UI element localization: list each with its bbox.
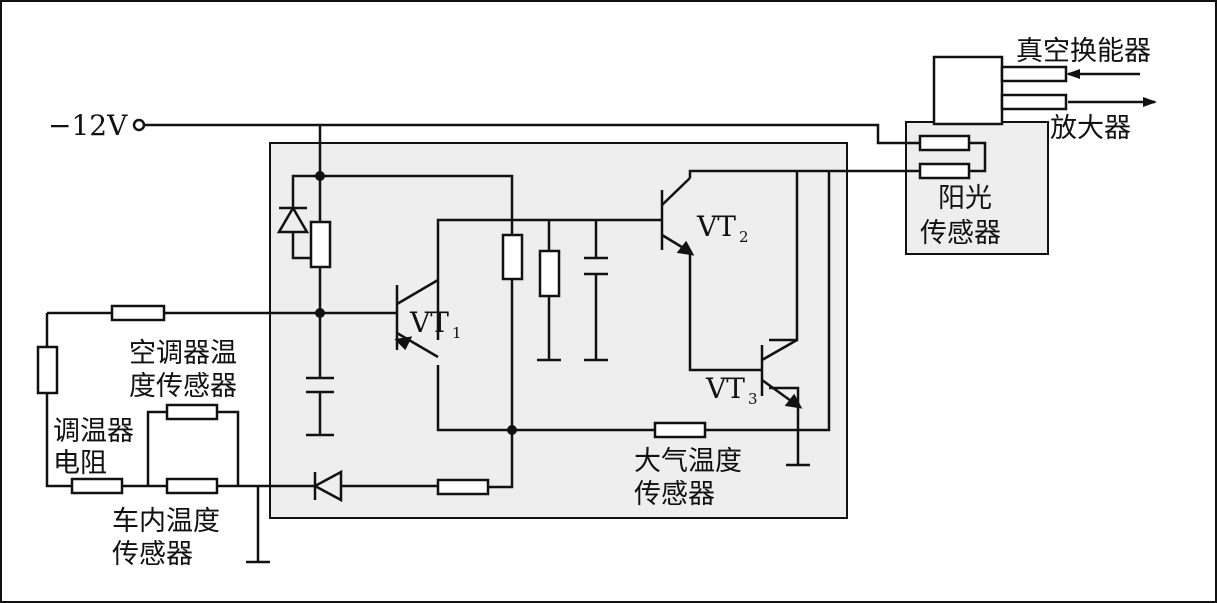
cabin-temp-sensor-label-1: 车内温度 — [112, 506, 220, 537]
sunlight-sensor-label-1: 阳光 — [938, 183, 992, 214]
ac-temp-sensor-label-2: 度传感器 — [129, 371, 237, 402]
resistor-sunlight-1 — [918, 134, 971, 152]
resistor-left-side — [36, 345, 59, 395]
resistor-r2 — [501, 233, 524, 281]
ambient-temp-sensor-label-1: 大气温度 — [634, 446, 742, 477]
vt3-subscript: 3 — [748, 390, 758, 408]
ac-temp-sensor-label-1: 空调器温 — [129, 338, 237, 369]
supply-terminal — [132, 118, 146, 132]
resistor-left-top — [110, 304, 166, 322]
resistor-ac-sensor — [165, 403, 219, 421]
vt2-label: VT — [696, 210, 736, 243]
sunlight-sensor-label-2: 传感器 — [920, 218, 1001, 249]
resistor-r1 — [309, 220, 332, 269]
thermostat-resistor-label-1: 调温器 — [53, 416, 134, 447]
vacuum-transducer-label: 真空换能器 — [1016, 36, 1151, 67]
vt2-subscript: 2 — [739, 228, 749, 246]
diode-vertical — [276, 205, 310, 234]
control-module-box — [269, 142, 848, 519]
resistor-r3 — [538, 249, 561, 298]
cabin-temp-sensor-label-2: 传感器 — [112, 539, 193, 570]
transistor-vt1 — [394, 278, 439, 359]
vt1-subscript: 1 — [452, 324, 462, 342]
junctions — [315, 171, 517, 435]
transistor-vt2 — [660, 177, 695, 256]
supply-voltage-label: −12V — [48, 109, 128, 142]
vt1-label: VT — [409, 306, 449, 339]
resistor-bottom — [436, 478, 490, 496]
capacitors — [306, 256, 608, 437]
ambient-temp-sensor-label-2: 传感器 — [634, 479, 715, 510]
transistor-vt3 — [760, 338, 803, 409]
vacuum-transducer-block — [932, 55, 1068, 126]
resistor-cabin-sensor — [165, 477, 219, 495]
diode-horizontal — [312, 469, 343, 503]
vt3-label: VT — [705, 372, 745, 405]
thermostat-resistor-label-2: 电阻 — [53, 448, 107, 479]
resistor-sunlight-2 — [918, 162, 971, 180]
amplifier-label: 放大器 — [1050, 113, 1131, 144]
resistor-thermostat — [70, 477, 124, 495]
resistor-ambient-sensor — [653, 421, 707, 439]
resistors — [36, 134, 971, 496]
